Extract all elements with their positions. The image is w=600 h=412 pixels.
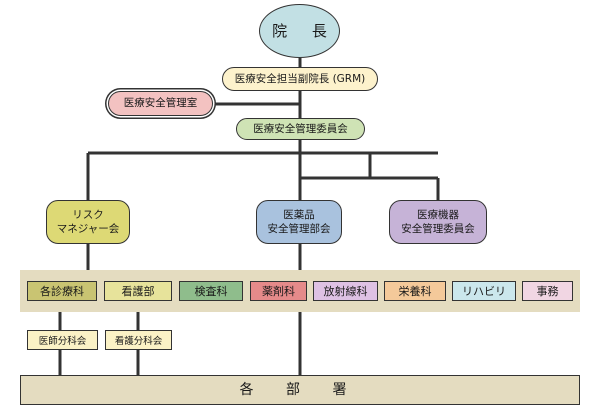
grm-node: 医療安全担当副院長 (GRM)	[222, 67, 378, 91]
dept-radiology: 放射線科	[313, 281, 378, 301]
drug-committee-node: 医薬品 安全管理部会	[256, 200, 342, 244]
nursing-subcommittee: 看護分科会	[105, 330, 172, 350]
drug-committee-label-line1: 医薬品	[283, 208, 315, 221]
equipment-committee-node: 医療機器 安全管理委員会	[389, 200, 487, 244]
all-departments-node: 各 部 署	[20, 375, 580, 405]
director-node: 院 長	[259, 4, 340, 58]
equipment-committee-label-line1: 医療機器	[417, 208, 459, 221]
dept-rehabilitation: リハビリ	[452, 281, 516, 301]
safety-committee-node: 医療安全管理委員会	[236, 118, 365, 140]
safety-office-label: 医療安全管理室	[123, 97, 198, 110]
risk-manager-label-line1: リスク	[72, 208, 104, 221]
physician-subcommittee: 医師分科会	[27, 330, 98, 350]
drug-committee-label-line2: 安全管理部会	[267, 223, 331, 235]
dept-laboratory: 検査科	[179, 281, 243, 301]
grm-label: 医療安全担当副院長 (GRM)	[234, 72, 366, 85]
safety-committee-label: 医療安全管理委員会	[253, 122, 348, 135]
dept-pharmacy: 薬剤科	[250, 281, 307, 301]
all-departments-label: 各 部 署	[239, 381, 361, 398]
dept-nursing: 看護部	[104, 281, 172, 301]
risk-manager-node: リスク マネジャー会	[46, 200, 130, 244]
dept-clinical: 各診療科	[27, 281, 97, 301]
dept-administration: 事務	[522, 281, 573, 301]
safety-office-node: 医療安全管理室	[108, 91, 213, 116]
risk-manager-label-line2: マネジャー会	[56, 223, 120, 235]
equipment-committee-label-line2: 安全管理委員会	[401, 223, 475, 235]
director-label: 院 長	[272, 21, 337, 40]
dept-nutrition: 栄養科	[384, 281, 446, 301]
